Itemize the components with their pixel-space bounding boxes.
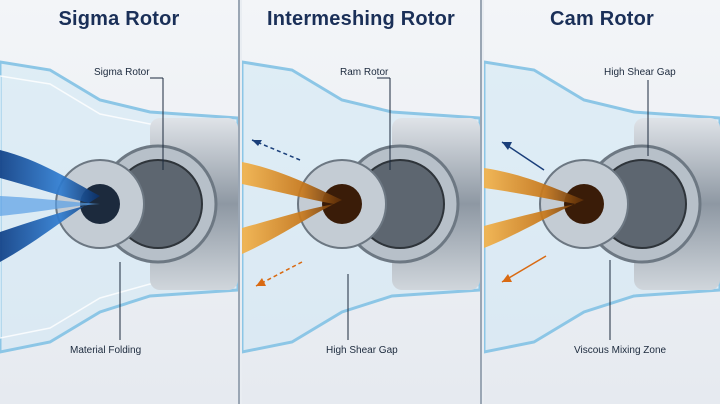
panel-intermeshing-rotor: Intermeshing Rotor Ram Rotor High Shear …: [242, 0, 480, 404]
intermeshing-rotor-illustration: [242, 60, 480, 354]
blue-fluid-stream: [0, 150, 100, 262]
amber-fluid-stream: [484, 168, 584, 248]
callout-label-bottom: Viscous Mixing Zone: [574, 345, 667, 356]
panel-divider: [238, 0, 240, 404]
callout-label-bottom: High Shear Gap: [326, 345, 398, 356]
glass-inner: [0, 75, 238, 339]
callout-label-top: High Shear Gap: [604, 67, 676, 78]
callout-label-bottom: Material Folding: [70, 345, 142, 356]
panel-title: Sigma Rotor: [58, 8, 180, 30]
callout-label-top: Ram Rotor: [340, 67, 389, 78]
flow-arrow-in: [251, 139, 301, 161]
panel-divider: [480, 0, 482, 404]
panel-title: Intermeshing Rotor: [266, 8, 456, 30]
callout-label-top: Sigma Rotor: [94, 67, 150, 78]
cam-rotor-illustration: [484, 60, 720, 354]
panel-title: Cam Rotor: [549, 8, 655, 30]
panel-sigma-rotor: Sigma Rotor Sigma Rotor Material Folding: [0, 0, 238, 404]
sigma-rotor-illustration: [0, 60, 238, 354]
panel-cam-rotor: Cam Rotor High Shear Gap Viscous Mixing …: [484, 0, 720, 404]
amber-fluid-stream: [242, 162, 342, 254]
